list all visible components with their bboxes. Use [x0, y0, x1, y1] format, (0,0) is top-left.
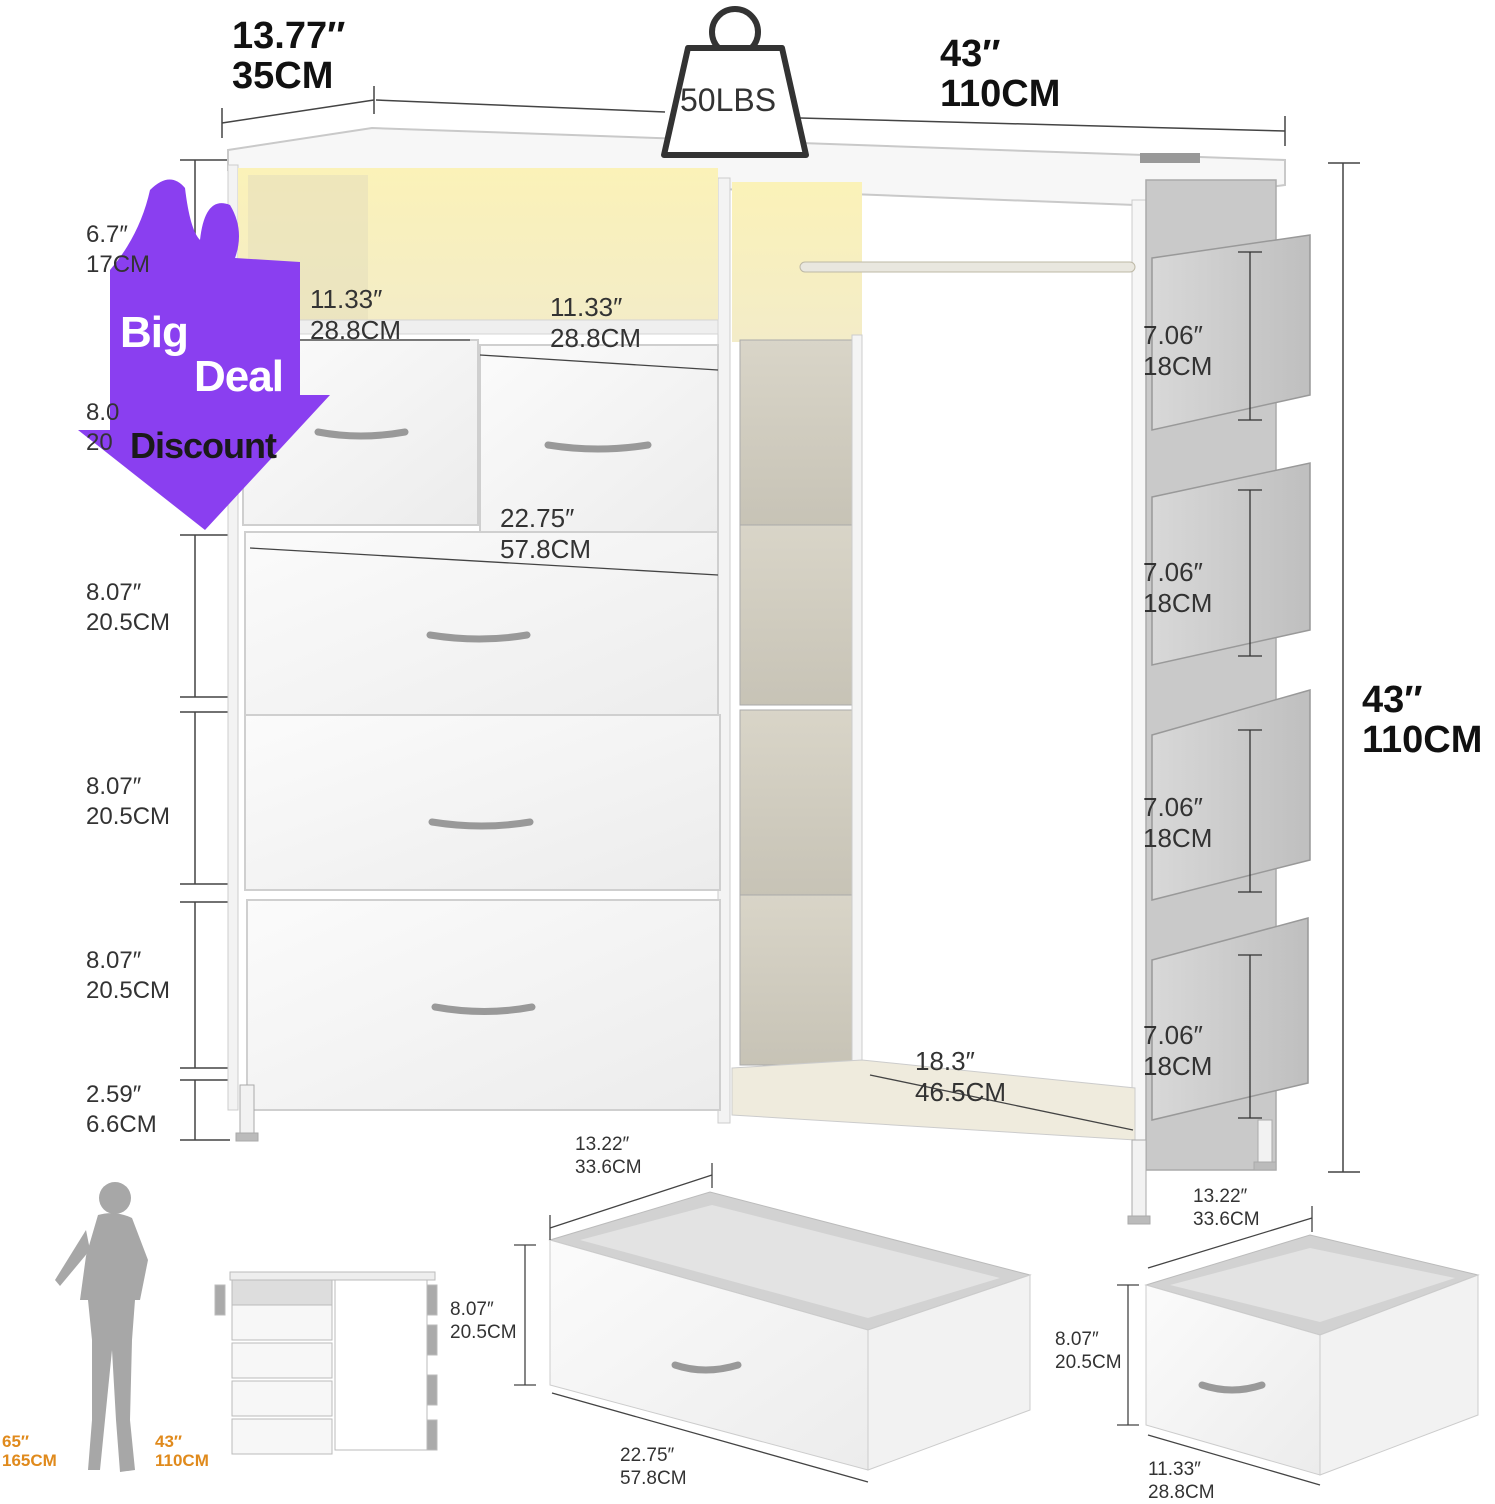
- side-pockets: [1145, 179, 1311, 1171]
- small-bin-depth: 13.22″33.6CM: [1193, 1186, 1260, 1230]
- small-bin-height: 8.07″20.5CM: [1055, 1329, 1122, 1373]
- mini-dresser: [214, 1271, 438, 1455]
- person-height-label: 65″165CM: [2, 1432, 57, 1470]
- drawer-row-dimension: 8.07″20.5CM: [86, 773, 171, 830]
- small-bin: [1144, 1234, 1480, 1476]
- large-bin-depth: 13.22″33.6CM: [575, 1134, 642, 1178]
- top-dimension-lines: [221, 86, 1286, 146]
- legs: [235, 1084, 1277, 1225]
- weight-icon: [661, 6, 809, 158]
- pocket-dimension: 7.06″18CM: [1143, 1020, 1213, 1081]
- badge-deal: Deal: [194, 352, 284, 401]
- top-shelf-dimension: 6.7″17CM: [86, 221, 151, 278]
- bottom-shelf: [731, 1059, 1136, 1141]
- drawers: [242, 339, 721, 1111]
- big-deal-badge: [78, 179, 330, 530]
- dresser-height-label: 43″110CM: [155, 1432, 209, 1470]
- drawer-row-dimension: 8.07″20.5CM: [86, 579, 171, 636]
- badge-discount: Discount: [130, 425, 277, 466]
- height-dimension: 43″110CM: [1362, 679, 1483, 761]
- depth-dimension: 13.77″35CM: [232, 15, 346, 97]
- pocket-dimension: 7.06″18CM: [1143, 557, 1213, 618]
- large-bin-height: 8.07″20.5CM: [450, 1299, 517, 1343]
- badge-big: Big: [120, 308, 189, 357]
- large-bin-width: 22.75″57.8CM: [620, 1445, 687, 1489]
- hanging-width-dimension: 18.3″46.5CM: [915, 1046, 1007, 1107]
- hanging-rod: [799, 261, 1136, 273]
- pocket-dimension: 7.06″18CM: [1143, 792, 1213, 853]
- height-dimension-line: [1328, 162, 1360, 1173]
- middle-column-bins: [739, 334, 863, 1071]
- large-drawer-width-dimension: 22.75″57.8CM: [500, 503, 592, 564]
- legs-dimension: 2.59″6.6CM: [86, 1081, 157, 1138]
- width-dimension: 43″110CM: [940, 33, 1061, 115]
- drawer-row-dimension: 8.07″20.5CM: [86, 947, 171, 1004]
- pocket-dimension: 7.06″18CM: [1143, 320, 1213, 381]
- small-drawer-right-dimension: 11.33″28.8CM: [550, 292, 642, 353]
- large-bin: [548, 1191, 1032, 1471]
- small-drawer-left-dimension: 11.33″28.8CM: [310, 284, 402, 345]
- small-bin-width: 11.33″28.8CM: [1148, 1459, 1215, 1503]
- charging-port: [1140, 153, 1200, 163]
- weight-label: 50LBS: [680, 82, 777, 118]
- person-silhouette: [55, 1182, 148, 1472]
